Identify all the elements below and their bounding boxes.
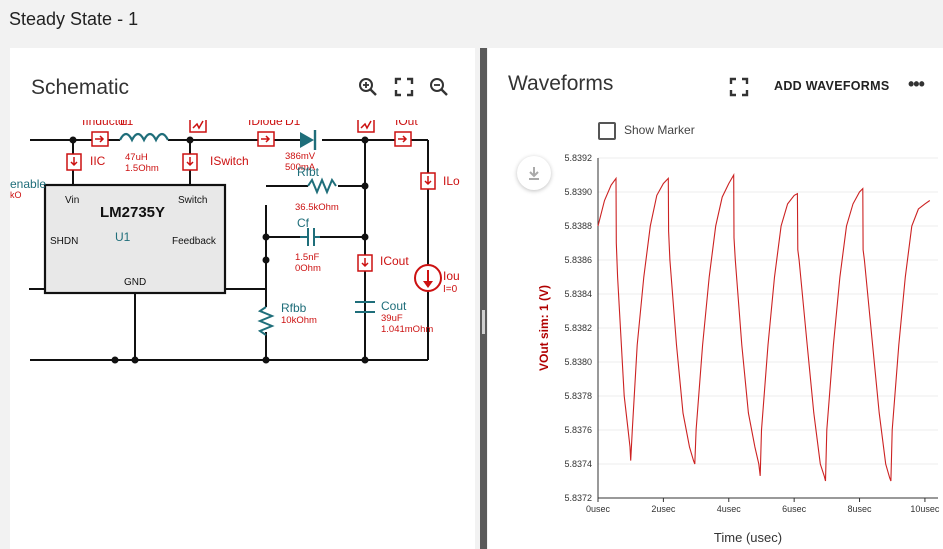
- label-l1-val: 47uH: [125, 152, 148, 163]
- x-tick-label: 2usec: [651, 504, 676, 514]
- label-rfbt-val: 36.5kOhm: [295, 202, 339, 213]
- label-idiode: IDiode: [248, 120, 283, 128]
- label-d1-v: 386mV: [285, 151, 316, 162]
- label-iinductor: IInductor: [82, 120, 129, 128]
- schematic-title: Schematic: [31, 76, 130, 99]
- waveforms-title: Waveforms: [508, 72, 614, 95]
- x-tick-label: 4usec: [717, 504, 742, 514]
- schematic-canvas[interactable]: IInductor L1 IIC ISwitch IDiode D1 IOut …: [10, 120, 475, 370]
- x-tick-label: 6usec: [782, 504, 807, 514]
- label-iout: IOut: [395, 120, 418, 128]
- label-enable-sub: kO: [10, 190, 22, 200]
- x-tick-label: 8usec: [848, 504, 873, 514]
- label-rfbt: Rfbt: [297, 165, 320, 179]
- download-icon: [529, 167, 539, 180]
- y-tick-label: 5.8372: [564, 493, 592, 503]
- show-marker-label: Show Marker: [624, 123, 695, 137]
- y-tick-label: 5.8384: [564, 289, 592, 299]
- pin-switch: Switch: [178, 195, 207, 206]
- divider-grip[interactable]: [482, 310, 485, 334]
- y-tick-label: 5.8378: [564, 391, 592, 401]
- label-rfbb-val: 10kOhm: [281, 315, 317, 326]
- label-l1-res: 1.5Ohm: [125, 163, 159, 174]
- schematic-panel: Schematic: [10, 48, 475, 549]
- fit-screen-icon[interactable]: [393, 76, 415, 98]
- label-l1: L1: [120, 120, 134, 128]
- label-cout-res: 1.041mOhm: [381, 324, 433, 335]
- chip-name: LM2735Y: [100, 204, 165, 221]
- label-iic: IIC: [90, 154, 106, 168]
- label-cout: Cout: [381, 299, 407, 313]
- label-d1-i: 500mA: [285, 162, 316, 173]
- y-tick-label: 5.8374: [564, 459, 592, 469]
- pin-shdn: SHDN: [50, 236, 78, 247]
- zoom-in-icon[interactable]: [357, 76, 379, 98]
- pin-vin: Vin: [65, 195, 79, 206]
- pin-gnd: GND: [124, 277, 146, 288]
- zoom-out-icon[interactable]: [428, 76, 450, 98]
- x-axis-label: Time (usec): [714, 530, 782, 545]
- y-tick-label: 5.8376: [564, 425, 592, 435]
- vout-series-line: [597, 172, 931, 482]
- label-icout: ICout: [380, 254, 409, 268]
- panel-divider[interactable]: [480, 48, 487, 549]
- fullscreen-icon[interactable]: [728, 76, 750, 98]
- title-bar: Steady State - 1: [0, 0, 943, 40]
- y-tick-label: 5.8386: [564, 255, 592, 265]
- y-axis-label: VOut sim: 1 (V): [537, 285, 551, 371]
- show-marker-checkbox[interactable]: [598, 122, 616, 140]
- y-tick-label: 5.8382: [564, 323, 592, 333]
- chip-ref: U1: [115, 230, 131, 244]
- label-iou: Iou: [443, 269, 460, 283]
- waveform-chart[interactable]: 5.8372 5.8374 5.8376 5.8378 5.8380 5.8382 5.83…: [488, 143, 943, 549]
- label-cout-val: 39uF: [381, 313, 403, 324]
- label-iou-val: I=0: [443, 284, 458, 295]
- x-tick-label: 0usec: [586, 504, 611, 514]
- download-button[interactable]: [517, 156, 551, 190]
- x-tick-label: 10usec: [910, 504, 940, 514]
- label-enable: enable: [10, 177, 46, 191]
- y-tick-label: 5.8388: [564, 221, 592, 231]
- label-ilo: ILo: [443, 174, 460, 188]
- label-d1: D1: [285, 120, 301, 128]
- y-tick-label: 5.8380: [564, 357, 592, 367]
- y-tick-label: 5.8392: [564, 153, 592, 163]
- window-title: Steady State - 1: [9, 9, 139, 29]
- label-cf-val: 1.5nF: [295, 252, 319, 263]
- more-options-icon[interactable]: •••: [908, 74, 925, 94]
- label-cf: Cf: [297, 216, 310, 230]
- waveforms-panel: Waveforms ADD WAVEFORMS ••• Show Marker …: [488, 48, 943, 549]
- label-cf-res: 0Ohm: [295, 263, 321, 274]
- pin-feedback: Feedback: [172, 236, 217, 247]
- label-rfbb: Rfbb: [281, 301, 307, 315]
- y-tick-label: 5.8390: [564, 187, 592, 197]
- add-waveforms-button[interactable]: ADD WAVEFORMS: [774, 79, 890, 93]
- label-iswitch: ISwitch: [210, 154, 249, 168]
